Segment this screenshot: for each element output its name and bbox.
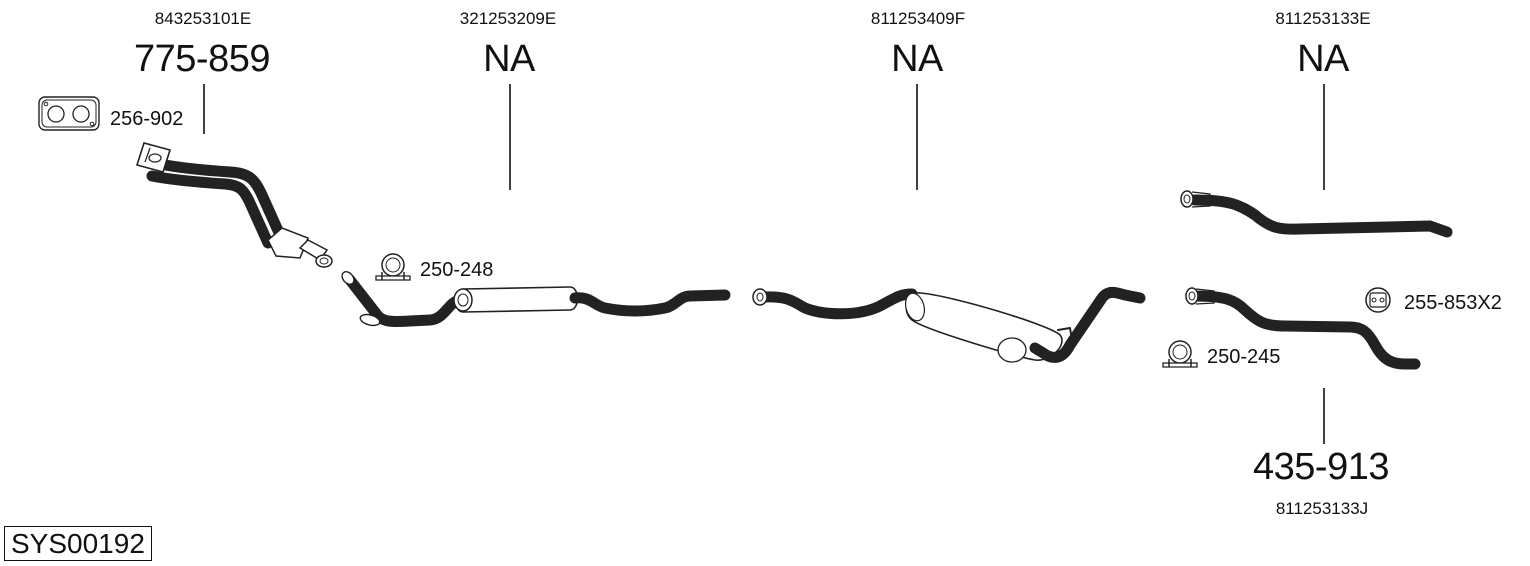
part-1-label[interactable]: 775-859 — [134, 38, 270, 80]
tail-pipe-upper[interactable] — [1180, 190, 1453, 238]
part-1-oe-number: 843253101E — [154, 9, 252, 28]
part-5-label[interactable]: 435-913 — [1253, 446, 1389, 488]
part-2-label[interactable]: NA — [483, 38, 535, 80]
leader-lines — [203, 84, 1325, 444]
clamp-icon[interactable] — [1162, 340, 1198, 368]
tail-pipe-lower[interactable] — [1185, 287, 1421, 370]
accessory-clamp-2-label[interactable]: 250-245 — [1207, 346, 1281, 368]
part-3-oe-number: 811253409F — [870, 9, 966, 28]
accessory-hanger-label[interactable]: 255-853X2 — [1404, 292, 1502, 314]
accessory-clamp-1-label[interactable]: 250-248 — [420, 259, 494, 281]
gasket-icon[interactable] — [38, 96, 100, 131]
part-2-oe-number: 321253209E — [459, 9, 557, 28]
rear-silencer[interactable] — [752, 286, 1146, 363]
part-4-label[interactable]: NA — [1297, 38, 1349, 80]
middle-silencer[interactable] — [340, 269, 731, 327]
rubber-hanger-icon[interactable] — [1365, 287, 1391, 313]
system-code: SYS00192 — [4, 526, 152, 561]
accessory-gasket-label[interactable]: 256-902 — [110, 108, 184, 130]
part-3-label[interactable]: NA — [891, 38, 943, 80]
clamp-icon[interactable] — [375, 253, 411, 281]
front-pipe[interactable] — [135, 142, 333, 268]
part-4-oe-number: 811253133E — [1275, 9, 1371, 28]
part-5-oe-number: 811253133J — [1275, 499, 1369, 518]
